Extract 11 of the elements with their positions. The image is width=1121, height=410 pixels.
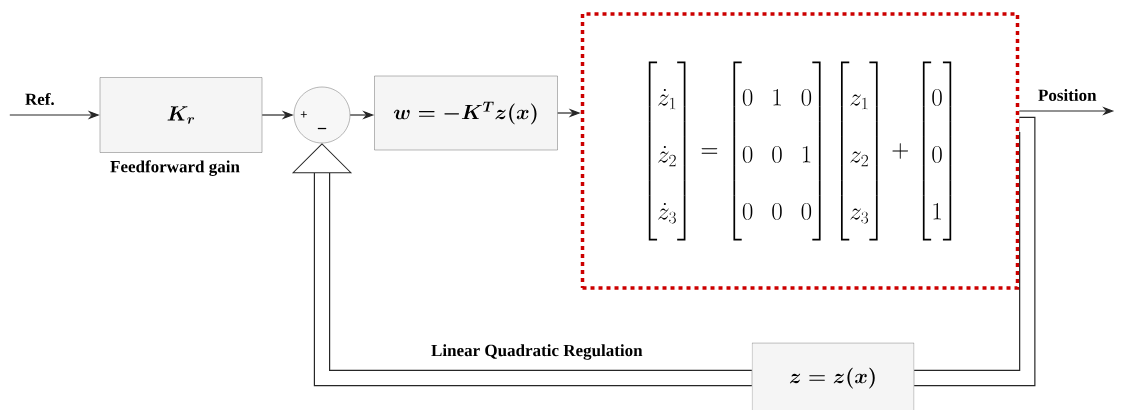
block-box: $w=-K^{T}z(x)$ — [374, 75, 558, 151]
block-caption: Feedforward gain — [110, 160, 240, 176]
block-box: $K_r$ — [99, 77, 263, 153]
block-box: $z=z(x)$ — [751, 342, 915, 410]
feedback-pipe — [292, 143, 752, 387]
edge-label: Ref. — [25, 92, 54, 106]
edge-label: Position — [1038, 89, 1097, 101]
state-equation-box: $\begin{bmatrix}\dot{z}_1\\ \dot{z}_2\\ \dot{z}_3\end{bmatrix}=\begin{bmatrix}0&1&0\\ 0&0&1\\ 0&0&0\end{bmatrix}\begin{bmatrix}z_1\\ z_2\\ z_3\end{bmatrix}+\begin{bmatrix}0\\ 0\\ 1\end{bmatrix}$ — [580, 12, 1020, 290]
edge-label: Linear Quadratic Regulation — [431, 344, 643, 360]
feedback-pipe — [914, 116, 1036, 387]
summing-junction: + − — [293, 86, 351, 144]
